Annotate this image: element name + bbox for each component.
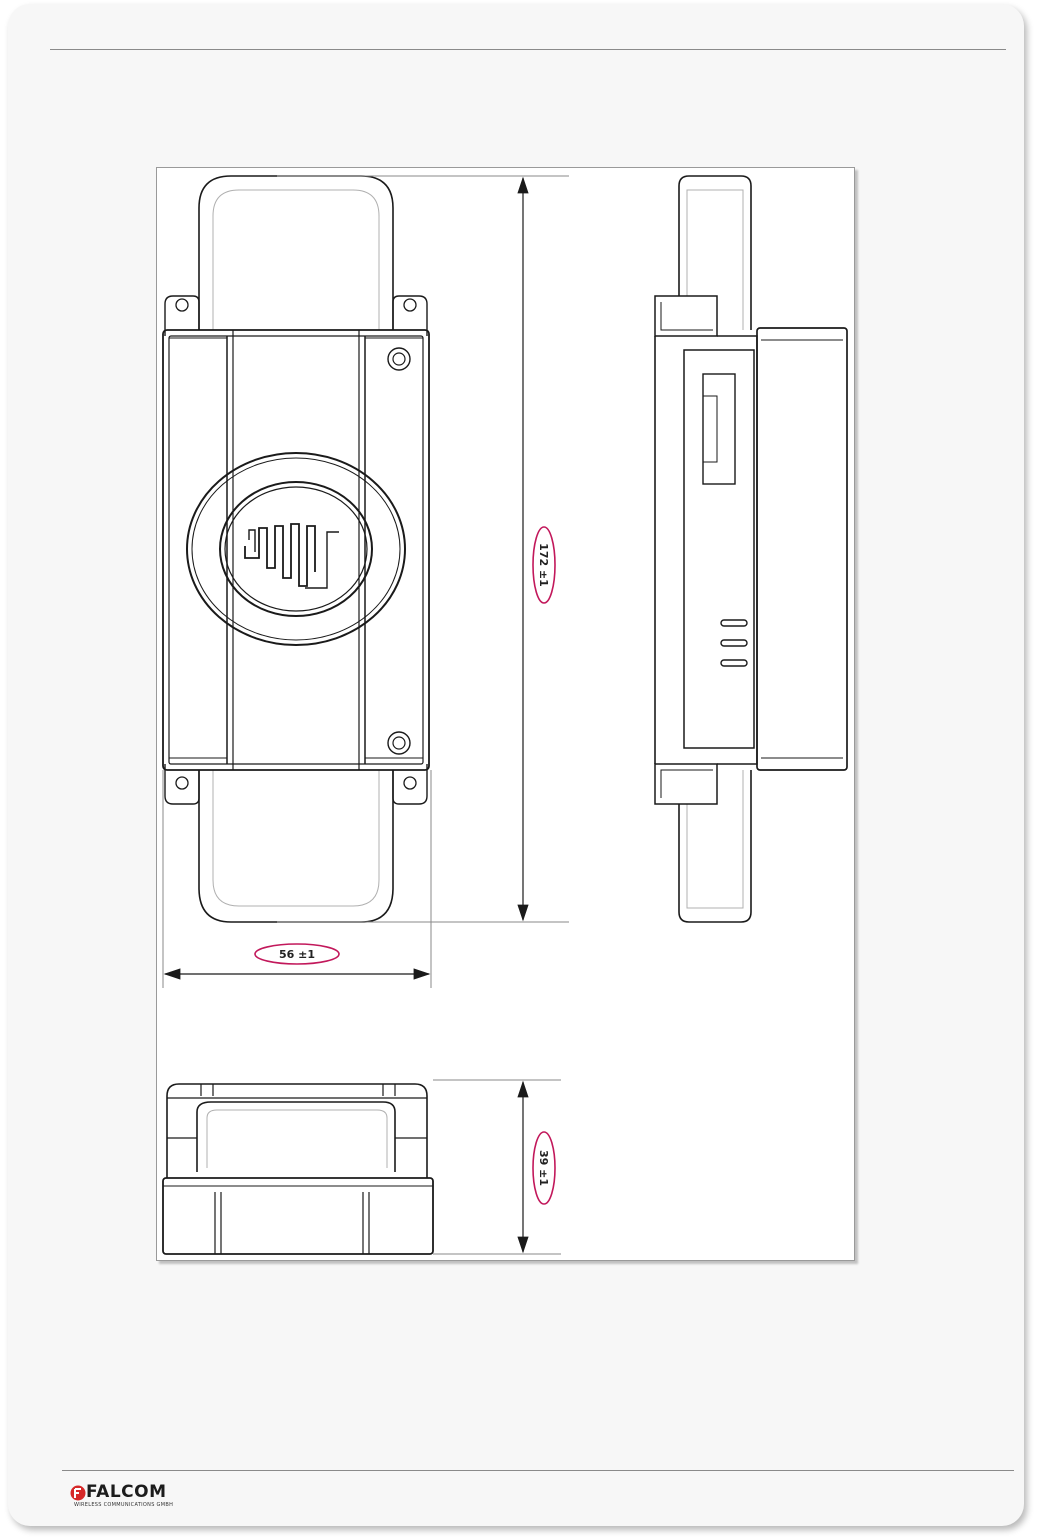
header-rule — [50, 49, 1006, 50]
falcom-logo: FALCOM WIRELESS COMMUNICATIONS GMBH — [66, 1480, 196, 1514]
falcom-logo-icon — [70, 1484, 86, 1502]
depth-label: 39 ±1 — [537, 1150, 550, 1186]
width-label: 56 ±1 — [279, 948, 315, 961]
technical-drawing: 172 ±1 56 ±1 39 ±1 — [156, 167, 855, 1261]
logo-tagline: WIRELESS COMMUNICATIONS GMBH — [74, 1502, 173, 1508]
depth-dimension-label: 39 ±1 — [533, 1132, 555, 1204]
side-view — [655, 176, 847, 922]
bottom-view — [163, 1084, 433, 1254]
footer-rule — [62, 1470, 1014, 1471]
width-dimension-label: 56 ±1 — [255, 944, 339, 964]
height-label: 172 ±1 — [537, 543, 550, 587]
logo-name: FALCOM — [86, 1482, 167, 1502]
front-view — [163, 176, 429, 922]
drawing-canvas: 172 ±1 56 ±1 39 ±1 — [157, 168, 854, 1260]
document-page: 172 ±1 56 ±1 39 ±1 — [8, 4, 1024, 1526]
height-dimension-label: 172 ±1 — [533, 527, 555, 603]
